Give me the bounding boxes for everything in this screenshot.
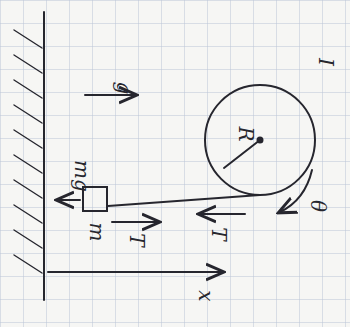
gravity-label: g <box>114 82 134 95</box>
disc-outline <box>204 84 316 196</box>
axis-label: x <box>196 290 216 301</box>
angle-label: θ <box>308 200 328 212</box>
string-line <box>108 195 260 206</box>
node-label: R <box>236 126 256 141</box>
pulley-disc: R <box>204 84 316 196</box>
radius-line <box>224 140 260 168</box>
tension-arrow <box>200 213 245 215</box>
center-dot <box>258 138 263 143</box>
moment-label: I <box>316 58 336 66</box>
weight-arrow <box>58 199 80 201</box>
force-label: T <box>209 227 229 240</box>
wall-line <box>43 12 45 300</box>
tension-arrow <box>112 221 158 223</box>
force-label: T <box>127 233 147 246</box>
wall-hatching <box>14 30 42 273</box>
node-label: m <box>87 223 107 242</box>
force-label: mg <box>72 160 92 192</box>
axis-arrow <box>48 271 222 273</box>
